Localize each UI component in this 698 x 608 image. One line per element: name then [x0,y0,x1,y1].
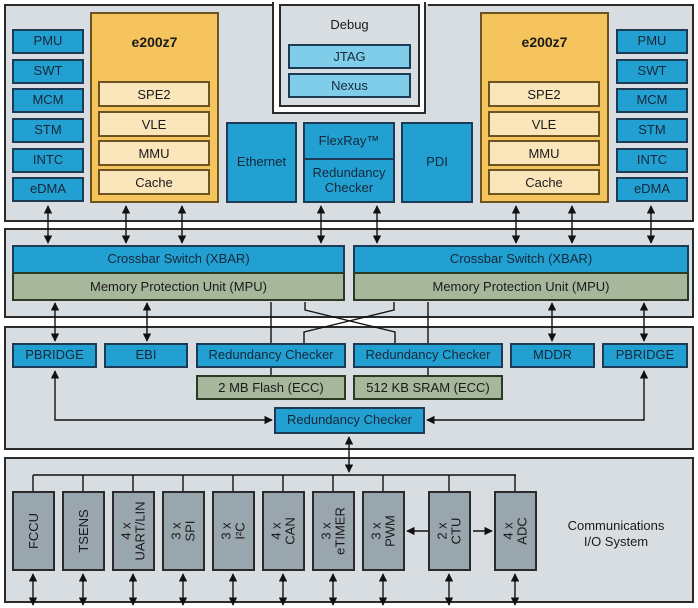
io-module-label-line1: 4 x [118,522,134,540]
io-module-label-line1: FCCU [25,512,41,550]
io-module-label-line1: 3 x [368,522,384,540]
io-module-label-line1: 4 x [268,522,284,540]
io-module-label-line1: 3 x [318,522,334,540]
right-pmu[interactable]: PMU [616,29,688,54]
pdi-block[interactable]: PDI [401,122,473,203]
io-module-label-line2: CTU [448,517,464,545]
left-stm[interactable]: STM [12,118,84,143]
right-edma[interactable]: eDMA [616,177,688,202]
left-pbridge[interactable]: PBRIDGE [12,343,97,368]
left-core-title: e200z7 [131,34,178,50]
right-core-cache[interactable]: Cache [488,169,600,195]
right-core-spe2[interactable]: SPE2 [488,81,600,107]
right-swt[interactable]: SWT [616,59,688,84]
debug-title: Debug [330,17,369,32]
left-core-vle[interactable]: VLE [98,111,210,137]
io-module-label-line2: ADC [514,517,530,545]
io-module-label-line2: PWM [382,515,398,547]
left-intc[interactable]: INTC [12,148,84,173]
left-swt[interactable]: SWT [12,59,84,84]
nexus-block[interactable]: Nexus [288,73,411,98]
left-mcm[interactable]: MCM [12,88,84,113]
right-mcm[interactable]: MCM [616,88,688,113]
io-module-label-line2: I²C [232,522,248,540]
left-edma[interactable]: eDMA [12,177,84,202]
left-pmu[interactable]: PMU [12,29,84,54]
mddr-block[interactable]: MDDR [510,343,595,368]
right-pbridge[interactable]: PBRIDGE [602,343,688,368]
ethernet-block[interactable]: Ethernet [226,122,297,203]
sram-block[interactable]: 512 KB SRAM (ECC) [353,375,503,400]
bridge-redundancy-checker[interactable]: Redundancy Checker [274,407,425,434]
io-module-label-line2: eTIMER [332,507,348,555]
flash-block[interactable]: 2 MB Flash (ECC) [196,375,346,400]
left-xbar[interactable]: Crossbar Switch (XBAR) [12,245,345,274]
io-module-label-line2: SPI [182,520,198,542]
io-label-line1: Communications [567,518,665,533]
right-core-vle[interactable]: VLE [488,111,600,137]
right-core-title: e200z7 [521,34,568,50]
io-module-label-line1: 3 x [168,522,184,540]
left-core-spe2[interactable]: SPE2 [98,81,210,107]
flexray-block[interactable]: FlexRay™ [303,122,395,160]
io-module-label-line1: TSENS [75,509,91,553]
jtag-block[interactable]: JTAG [288,44,411,69]
ebi-block[interactable]: EBI [104,343,188,368]
left-redundancy-checker[interactable]: Redundancy Checker [196,343,346,368]
io-module-label: TSENS [75,509,91,553]
left-core-mmu[interactable]: MMU [98,140,210,166]
right-core-mmu[interactable]: MMU [488,140,600,166]
left-mpu[interactable]: Memory Protection Unit (MPU) [12,272,345,301]
right-redundancy-checker[interactable]: Redundancy Checker [353,343,503,368]
io-module-label-line1: 3 x [218,522,234,540]
io-module-label-line1: 2 x [434,522,450,540]
io-module-label: FCCU [25,512,41,550]
right-intc[interactable]: INTC [616,148,688,173]
right-mpu[interactable]: Memory Protection Unit (MPU) [353,272,689,301]
io-system-label: Communications I/O System [548,518,684,550]
left-core-cache[interactable]: Cache [98,169,210,195]
io-module-label-line2: CAN [282,517,298,545]
io-module-tsens[interactable]: TSENS [62,491,105,571]
io-module-label-line2: UART/LIN [132,501,148,561]
io-module-label-line1: 4 x [500,522,516,540]
right-xbar[interactable]: Crossbar Switch (XBAR) [353,245,689,274]
flexray-redundancy-checker[interactable]: Redundancy Checker [303,158,395,203]
io-label-line2: I/O System [583,534,649,549]
io-module-fccu[interactable]: FCCU [12,491,55,571]
right-stm[interactable]: STM [616,118,688,143]
